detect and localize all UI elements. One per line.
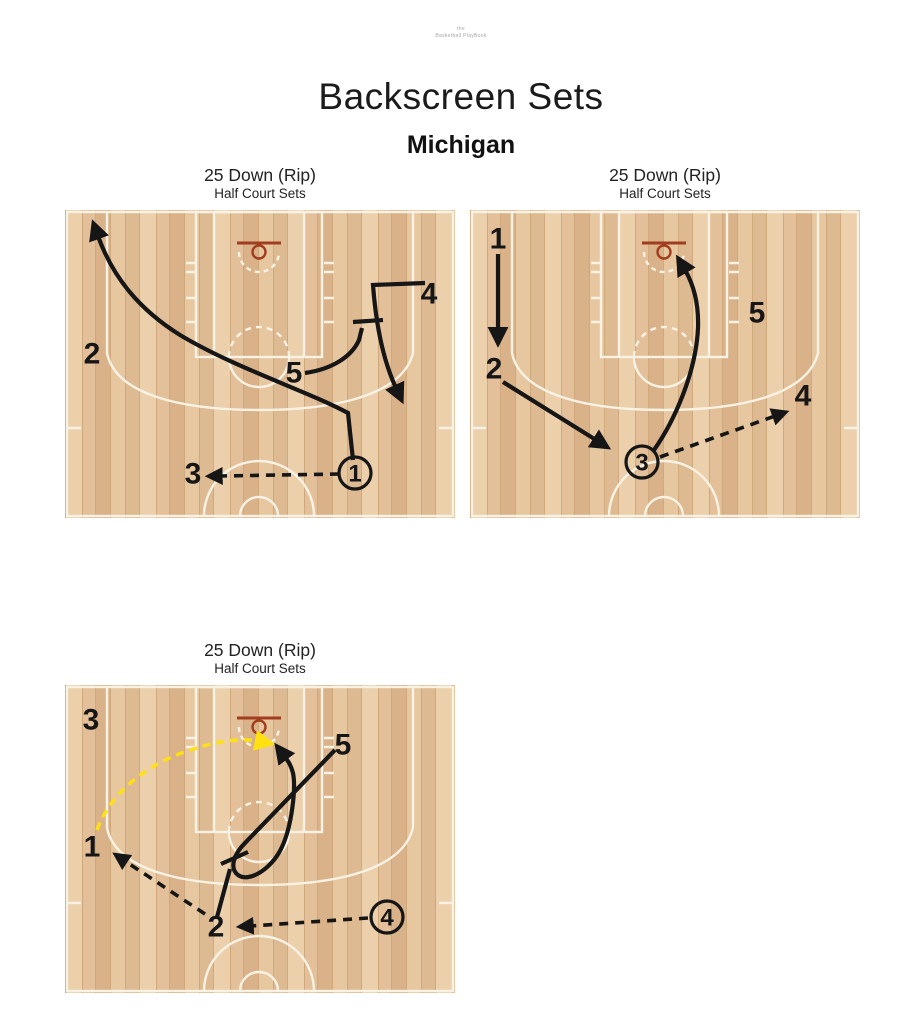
publisher-watermark: the Basketball PlayBook <box>0 26 922 40</box>
play-actions <box>487 254 790 459</box>
diagram-subtitle: Half Court Sets <box>214 186 306 201</box>
pass-3-to-4 <box>659 408 790 459</box>
basket <box>237 241 281 260</box>
player-4-with-ball: 4 <box>369 899 405 935</box>
court-floor <box>65 210 455 518</box>
cut-1-to-left-corner <box>89 219 356 461</box>
player-3: 3 <box>83 704 100 737</box>
watermark-line1: the <box>457 26 465 32</box>
diagram-subtitle: Half Court Sets <box>619 186 711 201</box>
diagram-d3: 25 Down (Rip) Half Court Sets <box>65 640 455 993</box>
rim <box>251 244 267 260</box>
player-3: 3 <box>185 458 202 491</box>
diagram-d1: 25 Down (Rip) Half Court Sets <box>65 165 455 518</box>
player-5: 5 <box>749 297 766 330</box>
lob-pass-1-to-basket <box>95 730 276 831</box>
screen-path-2 <box>214 868 233 918</box>
court-d3: 3 1 2 5 4 <box>65 685 455 993</box>
svg-text:3: 3 <box>635 450 648 477</box>
svg-text:1: 1 <box>348 461 361 488</box>
diagram-title: 25 Down (Rip) <box>204 165 316 185</box>
rim <box>656 244 672 260</box>
players: 3 1 2 5 4 <box>83 704 405 944</box>
page-subtitle: Michigan <box>406 131 516 159</box>
player-4: 4 <box>421 278 438 311</box>
court-floor <box>65 685 455 993</box>
diagram-d2: 25 Down (Rip) Half Court Sets <box>470 165 860 518</box>
diagram-title: 25 Down (Rip) <box>609 165 721 185</box>
court-d1: 2 3 5 4 1 <box>65 210 455 518</box>
cut-3-to-basket <box>652 254 701 452</box>
play-actions <box>95 730 369 935</box>
cut-2-to-ball <box>501 380 612 450</box>
screen-path-5 <box>304 327 365 376</box>
player-2: 2 <box>84 338 101 371</box>
svg-text:4: 4 <box>380 905 394 932</box>
page-title: Backscreen Sets <box>318 76 604 117</box>
pass-4-to-2 <box>235 916 369 935</box>
player-1: 1 <box>490 223 507 256</box>
players: 2 3 5 4 1 <box>84 278 438 491</box>
player-4: 4 <box>795 380 812 413</box>
player-2: 2 <box>486 353 503 386</box>
player-1-with-ball: 1 <box>337 455 373 491</box>
player-2: 2 <box>208 911 225 944</box>
court-lines <box>65 210 455 518</box>
players: 1 2 5 4 3 <box>486 223 812 480</box>
player-1: 1 <box>84 831 101 864</box>
cut-5-off-backscreen <box>231 742 337 880</box>
diagram-title: 25 Down (Rip) <box>204 640 316 660</box>
pass-1-to-3 <box>204 466 340 485</box>
play-actions <box>89 219 426 485</box>
screen-bar-5 <box>352 317 384 325</box>
court-lines <box>470 210 860 518</box>
basket <box>642 241 686 260</box>
player-5: 5 <box>286 357 303 390</box>
court-floor <box>470 210 860 518</box>
player-5: 5 <box>335 729 352 762</box>
cut-4-to-baseline <box>370 280 426 405</box>
court-lines <box>65 685 455 993</box>
player-3-with-ball: 3 <box>624 444 660 480</box>
diagram-subtitle: Half Court Sets <box>214 661 306 676</box>
watermark-line2: Basketball PlayBook <box>435 33 487 39</box>
court-d2: 1 2 5 4 3 <box>470 210 860 518</box>
